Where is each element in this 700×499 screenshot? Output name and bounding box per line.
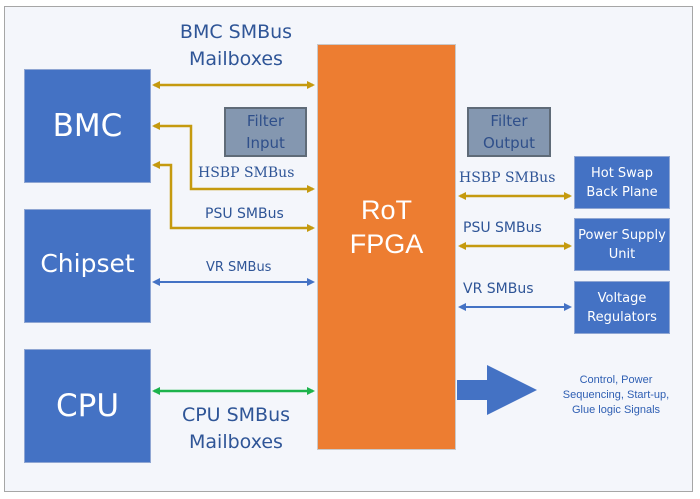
power-supply-unit-block: Power Supply Unit bbox=[574, 218, 670, 271]
voltage-regulators-block: Voltage Regulators bbox=[574, 281, 670, 334]
bmc-block: BMC bbox=[24, 69, 151, 183]
cpu-mailbox-line1: CPU SMBus bbox=[181, 404, 291, 426]
psu-line1: Power Supply bbox=[578, 227, 666, 243]
fpga-label-line1: RoT bbox=[360, 195, 412, 225]
left-vr-label: VR SMBus bbox=[206, 260, 272, 275]
filter-input-block: Filter Input bbox=[224, 107, 307, 157]
left-psu-label: PSU SMBus bbox=[205, 206, 284, 222]
cpu-label: CPU bbox=[55, 388, 120, 424]
right-hsbp-label: HSBP SMBus bbox=[459, 170, 556, 186]
filter-input-line2: Input bbox=[246, 134, 285, 152]
filter-output-block: Filter Output bbox=[467, 107, 551, 157]
signals-note-line2: Sequencing, Start-up, bbox=[562, 389, 670, 401]
hsbp-line1: Hot Swap bbox=[590, 165, 654, 181]
chipset-label: Chipset bbox=[40, 248, 135, 278]
cpu-mailbox-label: CPU SMBus Mailboxes bbox=[168, 402, 304, 456]
right-vr-label: VR SMBus bbox=[463, 281, 534, 297]
hsbp-line2: Back Plane bbox=[586, 184, 658, 200]
signals-note-line1: Control, Power bbox=[579, 374, 653, 386]
bmc-label: BMC bbox=[52, 108, 123, 144]
filter-output-line2: Output bbox=[482, 134, 536, 152]
bmc-mailbox-line1: BMC SMBus bbox=[179, 21, 293, 43]
filter-input-line1: Filter bbox=[246, 112, 285, 130]
signals-note: Control, Power Sequencing, Start-up, Glu… bbox=[546, 373, 686, 418]
vr-line2: Regulators bbox=[587, 309, 657, 325]
bmc-mailbox-label: BMC SMBus Mailboxes bbox=[168, 19, 304, 73]
fpga-label-line2: FPGA bbox=[349, 229, 424, 259]
signals-note-line3: Glue logic Signals bbox=[571, 404, 661, 416]
bmc-mailbox-line2: Mailboxes bbox=[189, 48, 283, 70]
cpu-block: CPU bbox=[24, 349, 151, 463]
rot-fpga-block: RoT FPGA bbox=[317, 44, 456, 450]
hot-swap-backplane-block: Hot Swap Back Plane bbox=[574, 156, 670, 209]
filter-output-line1: Filter bbox=[490, 112, 528, 130]
right-psu-label: PSU SMBus bbox=[463, 220, 542, 236]
cpu-mailbox-line2: Mailboxes bbox=[189, 431, 283, 453]
psu-line2: Unit bbox=[608, 246, 636, 262]
vr-line1: Voltage bbox=[597, 290, 647, 306]
left-psu-bus-arrow bbox=[152, 161, 315, 232]
left-hsbp-label: HSBP SMBus bbox=[198, 165, 295, 181]
signals-arrow bbox=[457, 365, 537, 415]
chipset-block: Chipset bbox=[24, 209, 151, 323]
